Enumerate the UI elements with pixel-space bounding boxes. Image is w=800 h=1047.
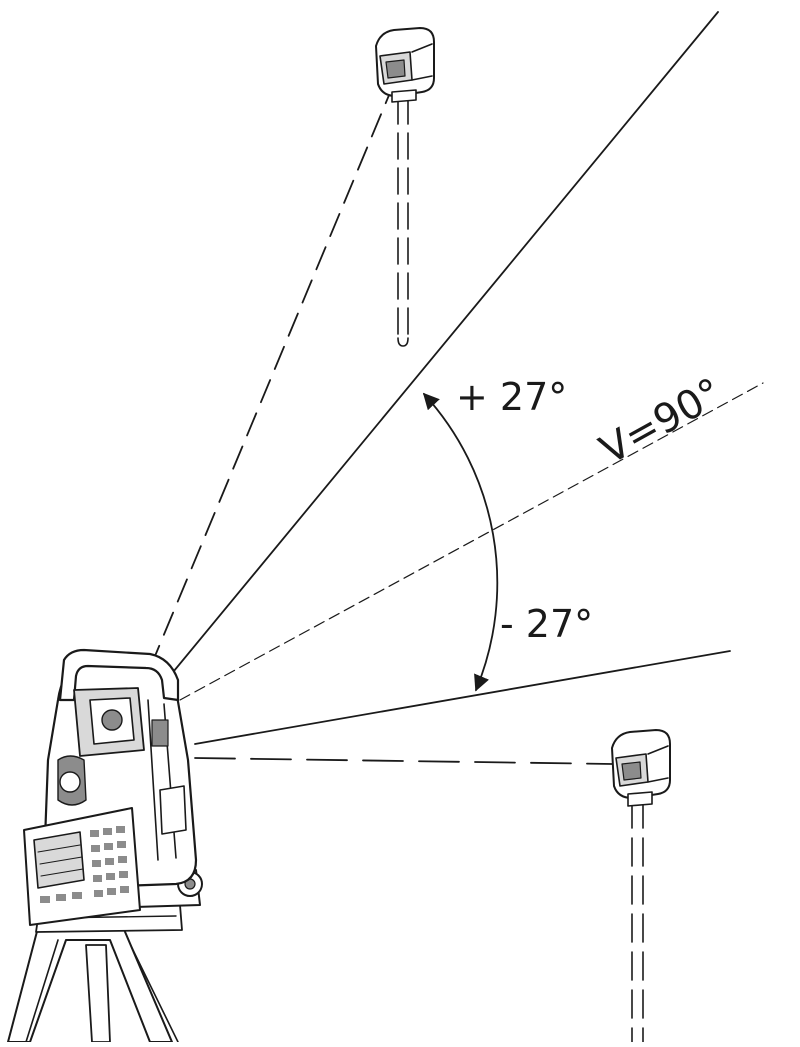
angle-arc xyxy=(422,392,499,692)
upper-target-pole xyxy=(397,97,409,347)
total-station-icon xyxy=(7,648,203,1043)
instrument-keypad xyxy=(23,807,141,926)
prism-reflector-icon xyxy=(611,729,671,1043)
keypad-keys xyxy=(40,826,129,903)
lower-target-pole xyxy=(631,799,644,1043)
upper-limit-label: + 27° xyxy=(456,375,567,419)
lower-limit-line xyxy=(194,650,731,745)
prism-reflector-icon xyxy=(375,27,435,347)
upper-prism-head xyxy=(375,27,435,103)
sight-line-lower-target xyxy=(194,757,613,765)
upper-limit-line xyxy=(149,11,719,701)
sight-line-upper-target xyxy=(149,87,393,669)
lower-prism-head xyxy=(611,729,671,807)
lower-limit-label: - 27° xyxy=(500,602,593,646)
horizontal-reference-label: V=90° xyxy=(593,370,731,474)
tripod xyxy=(7,904,183,1043)
